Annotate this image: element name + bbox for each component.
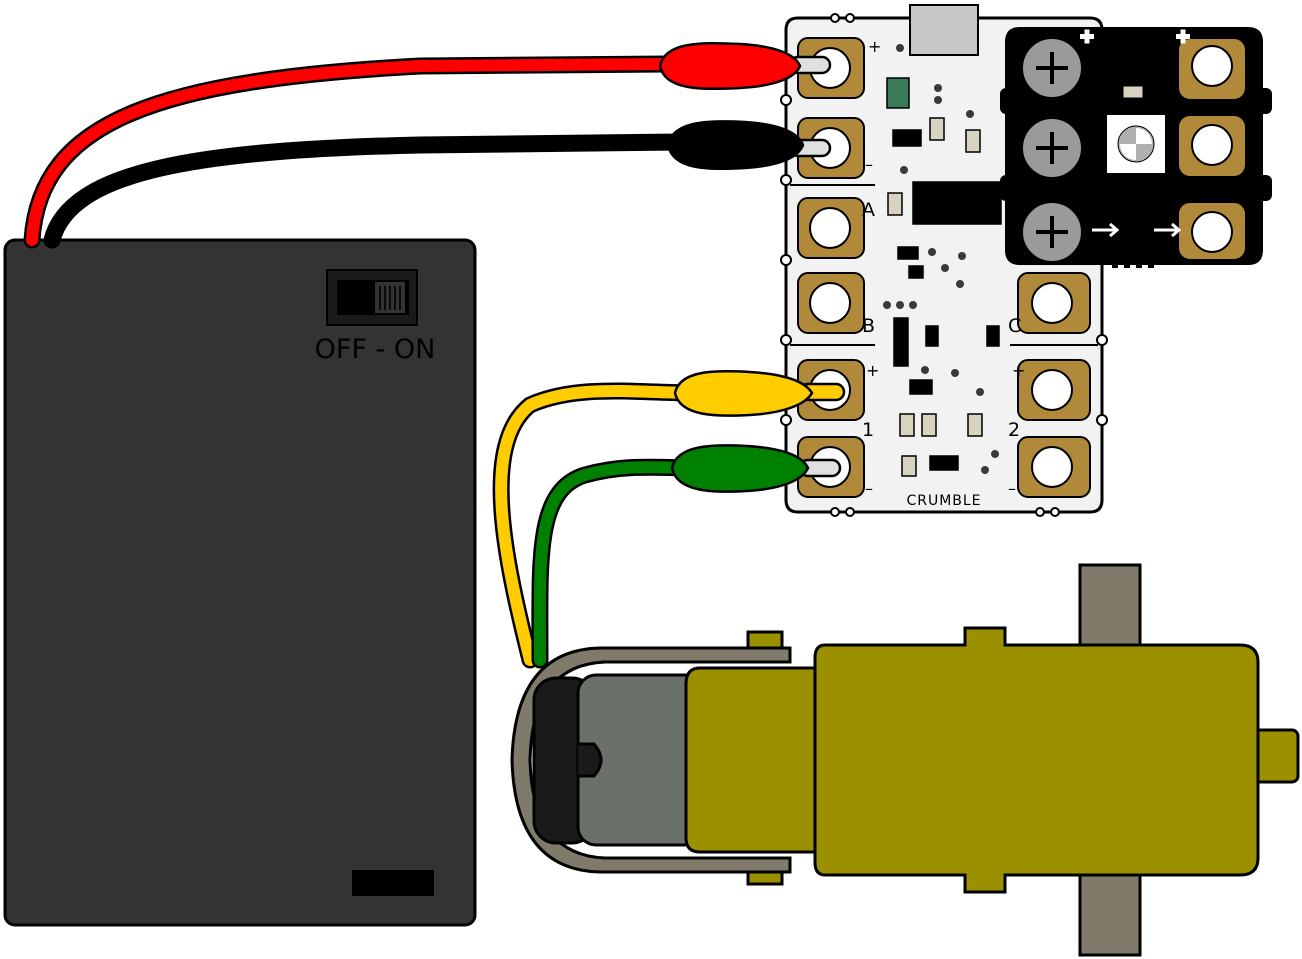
pad-a[interactable] bbox=[797, 197, 865, 259]
geared-motor bbox=[510, 563, 1300, 957]
sparkle-screws bbox=[1021, 37, 1083, 263]
clip-red[interactable] bbox=[658, 41, 832, 91]
plus-label-1: + bbox=[868, 37, 881, 56]
wire-yellow bbox=[492, 382, 699, 669]
wires bbox=[23, 55, 699, 669]
plus-label-2: + bbox=[866, 361, 879, 380]
crumble-components bbox=[886, 77, 1002, 477]
motor-shaft-bottom bbox=[1078, 868, 1142, 957]
motor-can-notch bbox=[578, 742, 603, 778]
data-label: D bbox=[1125, 221, 1147, 251]
battery-pack: OFF - ON bbox=[3, 238, 477, 927]
pad-a-label: A bbox=[862, 199, 875, 221]
pad-b-label: B bbox=[862, 315, 875, 337]
plus-label-3: + bbox=[1012, 361, 1025, 380]
microcontroller-chip bbox=[912, 181, 1002, 225]
pad-motor2-plus[interactable] bbox=[1017, 359, 1091, 421]
pad-motor2-minus[interactable] bbox=[1017, 436, 1091, 498]
sparkle-board: D bbox=[1000, 27, 1272, 268]
data-direction-arrow bbox=[1092, 222, 1182, 238]
battery-slot bbox=[352, 870, 434, 896]
crumble-brand-label: CRUMBLE bbox=[906, 493, 981, 509]
pad-power-plus[interactable] bbox=[797, 37, 865, 99]
minus-label-3: – bbox=[1008, 479, 1016, 498]
pad-c[interactable] bbox=[1017, 272, 1091, 334]
usb-connector bbox=[909, 4, 979, 56]
pad-c-label: C bbox=[1008, 315, 1021, 337]
sparkle-pad-plus-right[interactable] bbox=[1177, 37, 1247, 101]
screw-icon bbox=[1021, 37, 1083, 99]
power-switch[interactable] bbox=[326, 269, 418, 326]
gearbox-front bbox=[684, 666, 827, 854]
motor-shaft-top bbox=[1078, 563, 1142, 647]
screw-icon bbox=[1021, 201, 1083, 263]
crumble-vias bbox=[883, 44, 999, 474]
pad-1-label: 1 bbox=[862, 419, 874, 441]
wire-black bbox=[43, 133, 689, 249]
sparkle-pad-data-right[interactable] bbox=[1177, 201, 1247, 261]
minus-label-1: – bbox=[865, 155, 873, 174]
clip-yellow[interactable] bbox=[673, 369, 846, 417]
sparkle-pad-minus-right[interactable] bbox=[1177, 114, 1247, 178]
switch-label: OFF - ON bbox=[315, 334, 436, 365]
rgb-led bbox=[1105, 85, 1167, 175]
gearbox-body bbox=[813, 626, 1260, 894]
sparkle-plus-marks bbox=[1080, 29, 1190, 44]
battery-case bbox=[3, 238, 477, 927]
pads-right bbox=[1017, 272, 1091, 498]
screw-icon bbox=[1021, 117, 1083, 179]
minus-label-2: – bbox=[865, 479, 873, 498]
clip-green[interactable] bbox=[670, 444, 842, 493]
croc-clips bbox=[658, 41, 846, 493]
clip-black[interactable] bbox=[666, 120, 832, 171]
pad-b[interactable] bbox=[797, 272, 865, 334]
pad-2-label: 2 bbox=[1008, 419, 1020, 441]
